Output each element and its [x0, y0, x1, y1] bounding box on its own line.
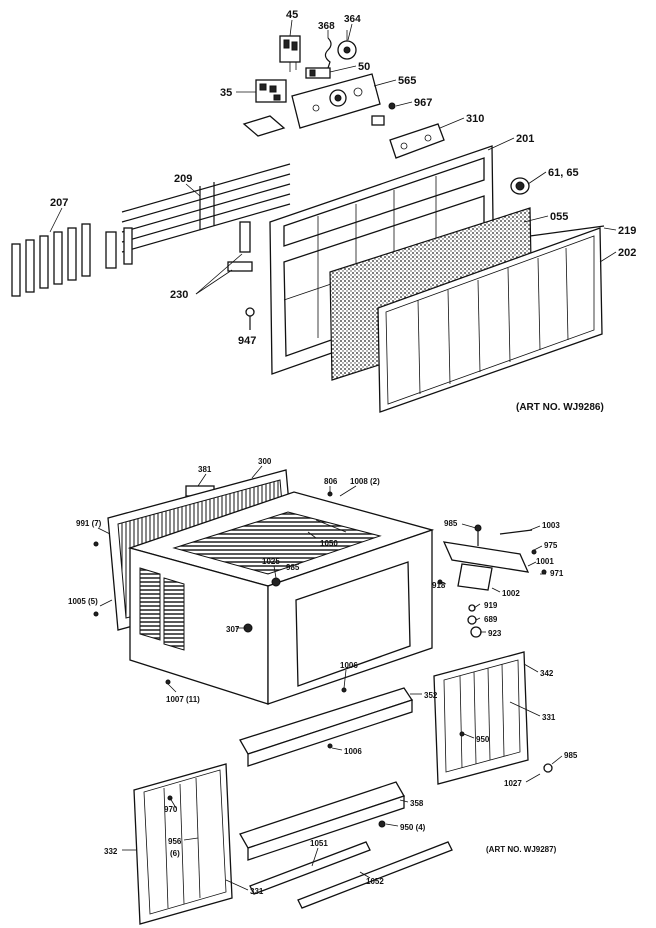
- leader-lines-bottom: [97, 465, 563, 891]
- callout-985-c: 985: [564, 751, 578, 760]
- channel-352: [239, 687, 414, 767]
- callout-923: 923: [488, 629, 502, 638]
- callout-230: 230: [170, 289, 188, 301]
- callout-985-b: 985: [444, 519, 458, 528]
- bracket-assembly-1002: [437, 524, 547, 638]
- callout-342: 342: [540, 669, 554, 678]
- callout-950-b: 950 (4): [400, 823, 426, 832]
- connector-part-35: [255, 79, 287, 103]
- callout-368: 368: [318, 21, 335, 32]
- callout-1001: 1001: [536, 557, 554, 566]
- callout-1051: 1051: [310, 839, 328, 848]
- callout-919: 919: [484, 601, 498, 610]
- thermostat-part-364: [337, 30, 357, 60]
- callout-331-b: 331: [250, 887, 264, 896]
- callout-358: 358: [410, 799, 424, 808]
- callout-806: 806: [324, 477, 338, 486]
- callout-1027: 1027: [504, 779, 522, 788]
- screw-part-947: [245, 307, 255, 330]
- callout-61-65: 61, 65: [548, 167, 579, 179]
- side-panel-332: [133, 763, 233, 925]
- screw-part-967: [371, 102, 396, 126]
- callout-985-a: 985: [286, 563, 300, 572]
- callout-45: 45: [286, 9, 298, 21]
- switch-part-45: [279, 35, 301, 72]
- louver-blades-207: [11, 223, 133, 297]
- channel-358: [239, 781, 405, 861]
- callout-1002: 1002: [502, 589, 520, 598]
- callout-202: 202: [618, 247, 636, 259]
- strip-1052: [297, 841, 453, 909]
- callout-307: 307: [226, 625, 240, 634]
- callout-1005: 1005 (5): [68, 597, 98, 606]
- callout-332: 332: [104, 847, 118, 856]
- fasteners-bottom: [93, 491, 553, 828]
- knob-part-61-65: [510, 177, 530, 195]
- callout-565: 565: [398, 75, 416, 87]
- callout-975: 975: [544, 541, 558, 550]
- callout-971: 971: [550, 569, 564, 578]
- callout-331-a: 331: [542, 713, 556, 722]
- callout-1006-a: 1006: [340, 661, 358, 670]
- callout-1025: 1025: [262, 557, 280, 566]
- callout-950-a: 950: [476, 735, 490, 744]
- callout-35: 35: [220, 87, 232, 99]
- callout-310: 310: [466, 113, 484, 125]
- bracket-plate: [242, 115, 286, 137]
- callout-207: 207: [50, 197, 68, 209]
- callout-1008: 1008 (2): [350, 477, 380, 486]
- nameplate-310: [389, 123, 445, 159]
- grille-202: [377, 227, 603, 413]
- callout-1003: 1003: [542, 521, 560, 530]
- callout-1052: 1052: [366, 877, 384, 886]
- callout-947: 947: [238, 335, 256, 347]
- strip-1051: [249, 841, 371, 895]
- callout-689: 689: [484, 615, 498, 624]
- callout-219: 219: [618, 225, 636, 237]
- callout-055: 055: [550, 211, 568, 223]
- rod-set-209: [121, 163, 291, 253]
- control-panel-565: [291, 73, 381, 129]
- callout-300: 300: [258, 457, 272, 466]
- art-number-bottom: (ART NO. WJ9287): [486, 845, 557, 854]
- callout-6: (6): [170, 849, 180, 858]
- callout-1050: 1050: [320, 539, 338, 548]
- callout-1006-b: 1006: [344, 747, 362, 756]
- callout-967: 967: [414, 97, 432, 109]
- callout-956: 956: [168, 837, 182, 846]
- clip-part-368: [324, 37, 332, 69]
- callout-918: 918: [432, 581, 446, 590]
- cabinet-1050: [127, 491, 435, 705]
- callout-50: 50: [358, 61, 370, 73]
- leader-lines-top: [49, 19, 617, 295]
- callout-364: 364: [344, 14, 361, 25]
- callout-1007: 1007 (11): [166, 695, 200, 704]
- switch-part-50: [305, 67, 331, 79]
- art-number-top: (ART NO. WJ9286): [516, 402, 604, 413]
- callout-991: 991 (7): [76, 519, 102, 528]
- callout-201: 201: [516, 133, 534, 145]
- callout-381: 381: [198, 465, 212, 474]
- callout-209: 209: [174, 173, 192, 185]
- trim-strip-219: [529, 225, 605, 237]
- callout-labels: 45 368 364 50 35 565 967 310 201 61, 65 …: [50, 9, 636, 896]
- clip-parts-230: [227, 221, 253, 272]
- side-panel-342: [433, 651, 529, 785]
- callout-352: 352: [424, 691, 438, 700]
- callout-970: 970: [164, 805, 178, 814]
- control-assembly-group: [242, 30, 445, 159]
